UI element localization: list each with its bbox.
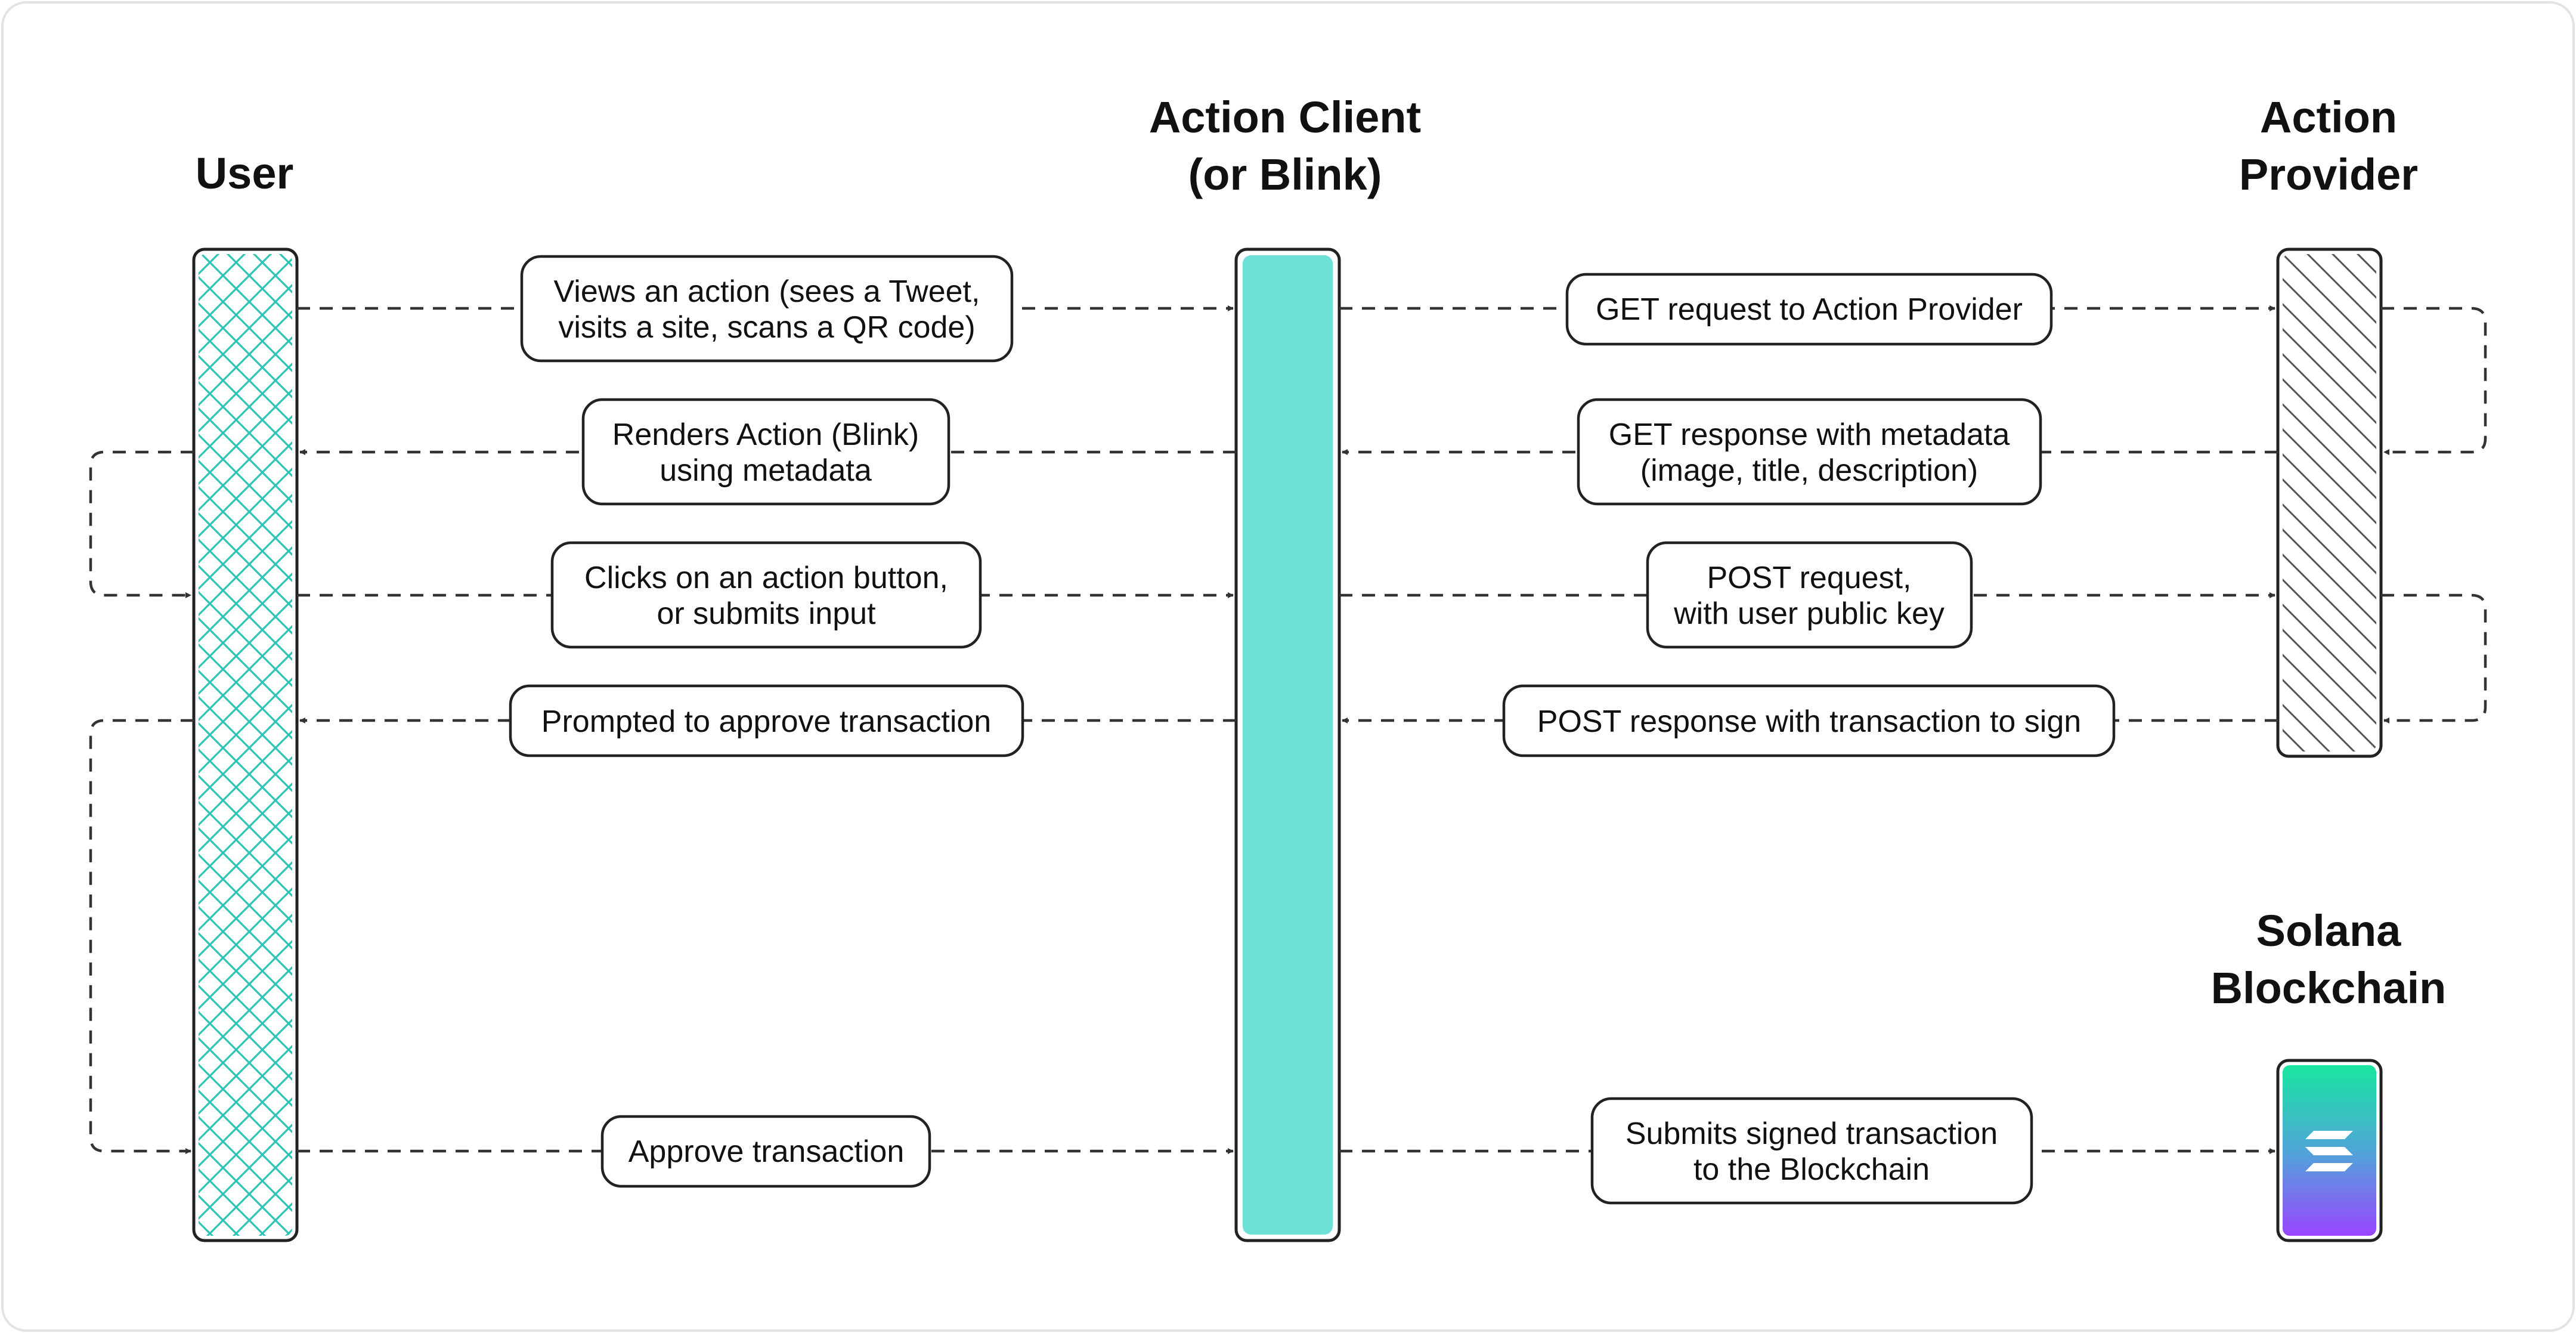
svg-text:POST request,with user public: POST request,with user public key [1673, 561, 1945, 631]
label-get-request: GET request to Action Provider [1565, 273, 2053, 346]
svg-text:Renders Action (Blink)using me: Renders Action (Blink)using metadata [612, 417, 919, 488]
user-loop-render [89, 450, 194, 598]
svg-text:Action Client(or Blink): Action Client(or Blink) [1149, 92, 1421, 199]
label-views-action: Views an action (sees a Tweet,visits a s… [520, 255, 1014, 363]
provider-loop-get [2381, 307, 2487, 455]
svg-text:POST response with transaction: POST response with transaction to sign [1537, 704, 2081, 739]
svg-text:GET request to Action Provider: GET request to Action Provider [1596, 292, 2023, 327]
svg-text:User: User [196, 149, 294, 198]
svg-text:Views an action (sees a Tweet,: Views an action (sees a Tweet,visits a s… [554, 274, 980, 345]
label-approve-transaction: Approve transaction [600, 1115, 931, 1188]
provider-loop-post [2381, 593, 2487, 723]
label-get-response: GET response with metadata(image, title,… [1577, 398, 2042, 506]
label-clicks-action: Clicks on an action button,or submits in… [550, 541, 982, 649]
label-renders-action: Renders Action (Blink)using metadata [581, 398, 950, 506]
user-lifeline-hatch [199, 254, 292, 1236]
action-provider-hatch [2283, 254, 2376, 751]
user-title: User [196, 149, 294, 198]
message-arrows [89, 305, 2487, 1154]
user-loop-approve [89, 719, 194, 1154]
solana-logo-icon [2305, 1131, 2353, 1171]
label-post-request: POST request,with user public key [1646, 541, 1973, 649]
svg-text:Clicks on an action button,or: Clicks on an action button,or submits in… [584, 561, 948, 631]
action-client-title: Action Client(or Blink) [1149, 92, 1421, 199]
svg-text:Prompted to approve transactio: Prompted to approve transaction [541, 704, 991, 739]
svg-text:GET response with metadata(ima: GET response with metadata(image, title,… [1609, 417, 2010, 488]
label-prompted-approve: Prompted to approve transaction [509, 684, 1024, 757]
label-post-response: POST response with transaction to sign [1502, 684, 2116, 757]
svg-text:Approve transaction: Approve transaction [628, 1134, 905, 1169]
action-client-fill [1243, 255, 1333, 1235]
